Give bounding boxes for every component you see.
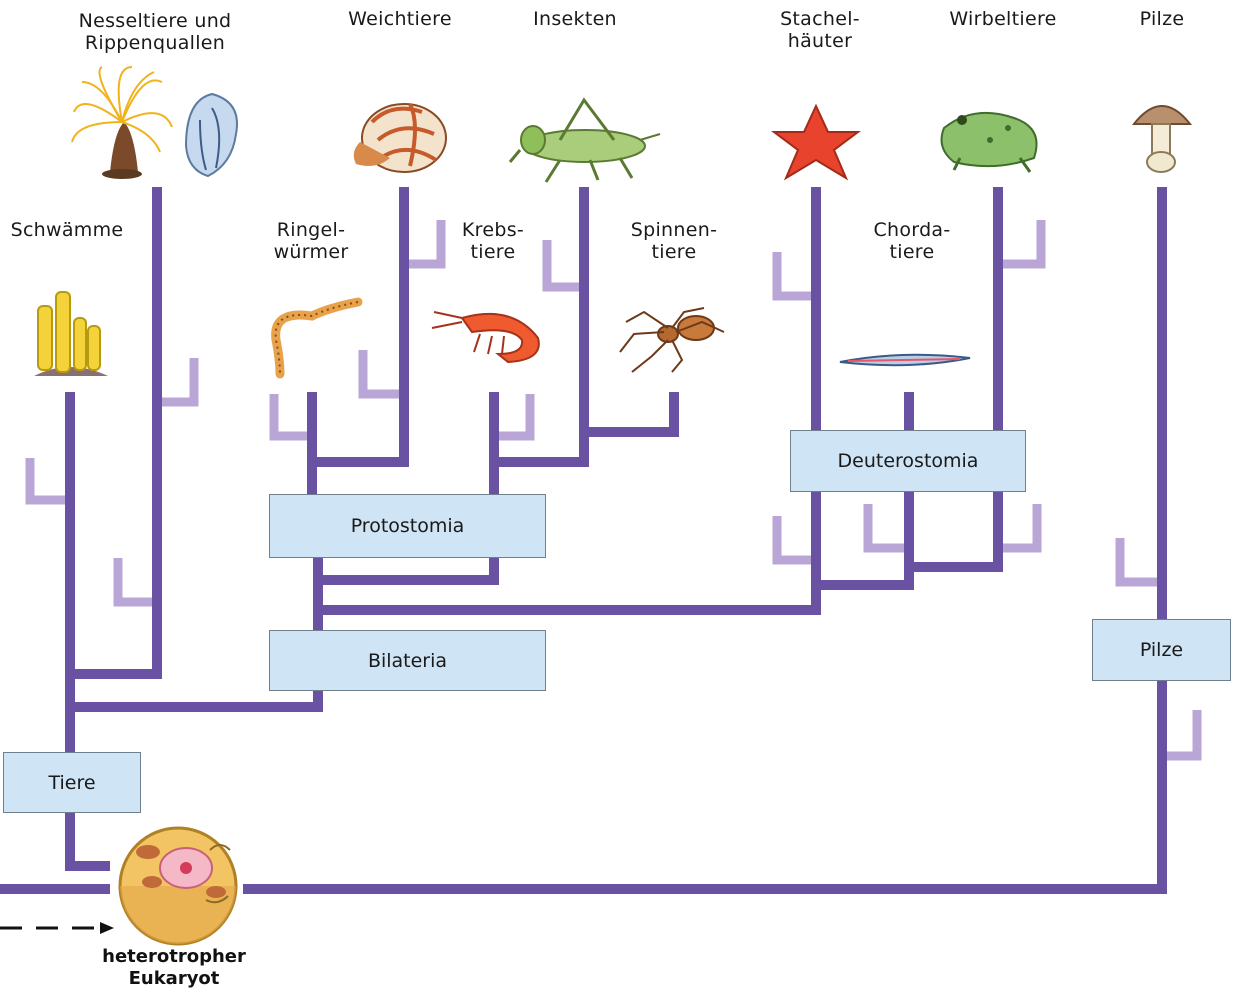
label-weichtiere: Weichtiere xyxy=(348,8,452,30)
label-schwaemme: Schwämme xyxy=(10,219,124,241)
label-ringelwuermer: Ringel-würmer xyxy=(273,219,349,263)
sea-anemone-icon xyxy=(71,66,173,179)
box-protostomia: Protostomia xyxy=(269,494,546,558)
box-tiere: Tiere xyxy=(3,752,141,813)
label-chordatiere: Chorda-tiere xyxy=(873,219,951,263)
comb-jelly-icon xyxy=(184,92,238,178)
label-stachelhaeuter: Stachel-häuter xyxy=(780,8,860,52)
spider-icon xyxy=(619,307,725,373)
branch-spurs xyxy=(25,220,1202,761)
sponge-icon xyxy=(34,291,108,376)
lancelet-icon xyxy=(839,353,971,367)
box-bilateria: Bilateria xyxy=(269,630,546,691)
frog-icon xyxy=(940,111,1038,173)
shrimp-icon xyxy=(431,311,540,364)
starfish-icon xyxy=(771,103,861,181)
label-spinnentiere: Spinnen-tiere xyxy=(630,219,718,263)
branch-lines xyxy=(0,187,1167,894)
label-krebstiere: Krebs-tiere xyxy=(461,219,525,263)
ringworm-icon xyxy=(271,297,363,379)
eukaryote-cell-icon xyxy=(118,826,238,946)
label-pilze-top: Pilze xyxy=(1139,8,1185,30)
box-deuterostomia: Deuterostomia xyxy=(790,430,1026,492)
box-pilze: Pilze xyxy=(1092,619,1231,681)
label-wirbeltiere: Wirbeltiere xyxy=(949,8,1057,30)
nautilus-icon xyxy=(353,103,447,173)
mushroom-icon xyxy=(1131,105,1193,173)
grasshopper-icon xyxy=(508,97,661,183)
evolution-arrow xyxy=(0,922,114,934)
label-insekten: Insekten xyxy=(533,8,617,30)
